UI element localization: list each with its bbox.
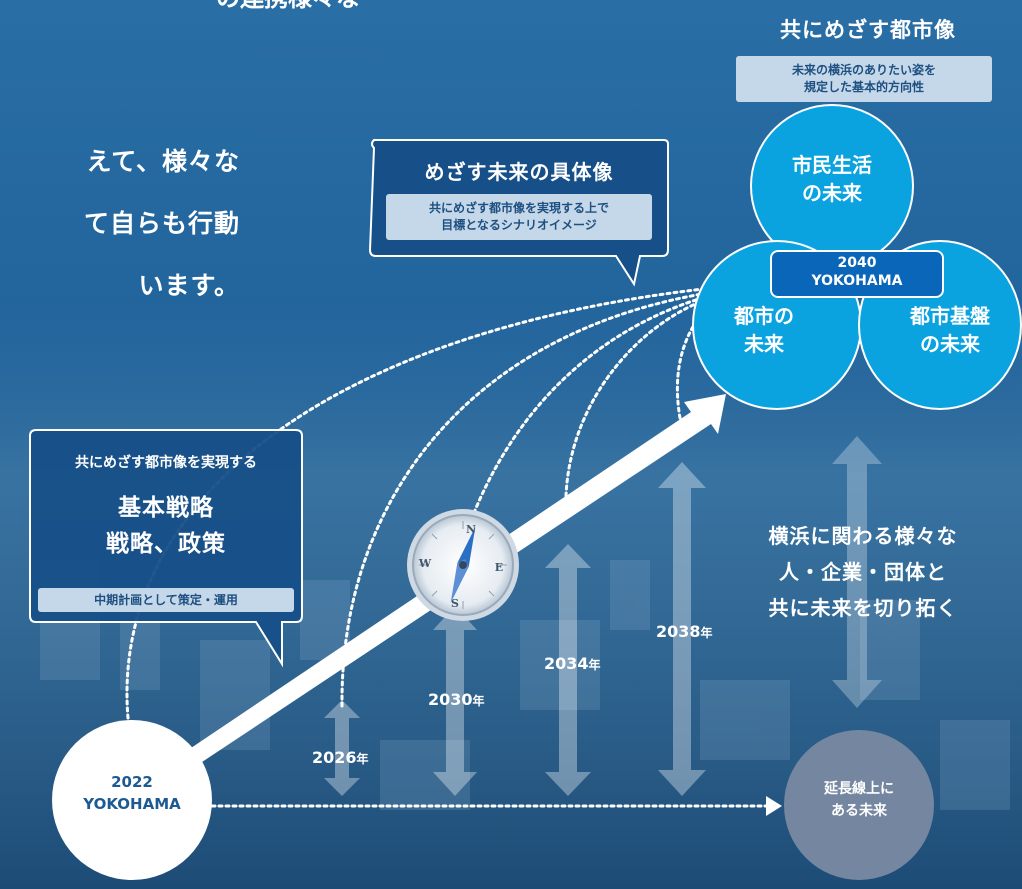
svg-text:W: W — [418, 557, 432, 570]
year-2038-number: 2038 — [656, 622, 701, 641]
circle-infrastructure-line-1: 都市基盤 — [910, 304, 990, 328]
circle-city-line-1: 都市の — [734, 304, 794, 328]
extension-arrowhead — [766, 796, 782, 816]
circle-city-line-2: 未来 — [744, 332, 784, 356]
strategy-main: 基本戦略 戦略、政策 — [30, 490, 302, 562]
extension-line-1: 延長線上に — [824, 781, 894, 797]
year-label-2034: 2034年 — [544, 654, 601, 673]
svg-text:N: N — [466, 523, 476, 536]
vision-arrow — [832, 436, 882, 708]
circle-infrastructure-line-2: の未来 — [920, 332, 980, 356]
year-2026-unit: 年 — [356, 752, 369, 766]
future-bubble-sub-line-1: 共にめざす都市像を実現する上で — [428, 201, 609, 215]
collaboration-line-2: 人・企業・団体と — [779, 560, 947, 584]
extension-future-circle: 延長線上に ある未来 — [784, 730, 934, 880]
vision-subtitle: 未来の横浜のありたい姿を 規定した基本的方向性 — [736, 56, 992, 102]
vision-subtitle-line-1: 未来の横浜のありたい姿を — [791, 63, 936, 77]
top-cut-text: の連携様々な — [0, 0, 360, 14]
strategy-top-text: 共にめざす都市像を実現する — [75, 455, 257, 471]
strategy-main-line-1: 基本戦略 — [118, 495, 214, 521]
vision-subtitle-line-2: 規定した基本的方向性 — [803, 80, 924, 94]
start-circle-year: 2022 — [111, 773, 153, 791]
future-bubble-sub: 共にめざす都市像を実現する上で 目標となるシナリオイメージ — [386, 194, 652, 240]
circle-citizen-life-line-1: 市民生活 — [792, 153, 872, 177]
year-2034-number: 2034 — [544, 654, 589, 673]
year-label-2038: 2038年 — [656, 622, 713, 641]
year-arrows — [324, 462, 706, 796]
strategy-bottom-text: 中期計画として策定・運用 — [38, 588, 294, 612]
svg-text:E: E — [495, 561, 503, 574]
yokohama-2040-year: 2040 — [837, 255, 877, 271]
intro-line-2: て自らも行動 — [83, 209, 240, 238]
year-2026-number: 2026 — [312, 748, 357, 767]
year-2030-unit: 年 — [472, 694, 485, 708]
yokohama-2040-name: YOKOHAMA — [811, 272, 903, 289]
collaboration-line-3: 共に未来を切り拓く — [768, 596, 958, 620]
collaboration-text: 横浜に関わる様々な 人・企業・団体と 共に未来を切り拓く — [728, 518, 998, 626]
collaboration-line-1: 横浜に関わる様々な — [768, 524, 958, 548]
svg-text:S: S — [451, 597, 459, 610]
start-circle-2022: 2022 YOKOHAMA — [52, 720, 212, 880]
year-label-2026: 2026年 — [312, 748, 369, 767]
extension-line-2: ある未来 — [831, 803, 887, 819]
compass-icon: N S E W — [407, 509, 519, 621]
year-label-2030: 2030年 — [428, 690, 485, 709]
year-2038-unit: 年 — [700, 626, 713, 640]
intro-line-3: います。 — [138, 271, 240, 300]
year-2030-number: 2030 — [428, 690, 473, 709]
strategy-main-line-2: 戦略、政策 — [106, 531, 226, 557]
year-2034-unit: 年 — [588, 658, 601, 672]
vision-title: 共にめざす都市像 — [780, 18, 956, 42]
circle-citizen-life-line-2: の未来 — [802, 181, 862, 205]
yokohama-2040-label: 2040 YOKOHAMA — [770, 250, 944, 298]
start-circle-name: YOKOHAMA — [83, 795, 181, 813]
intro-line-1: えて、様々な — [86, 147, 240, 176]
future-bubble-sub-line-2: 目標となるシナリオイメージ — [441, 218, 597, 232]
future-bubble-title: めざす未来の具体像 — [424, 160, 614, 184]
